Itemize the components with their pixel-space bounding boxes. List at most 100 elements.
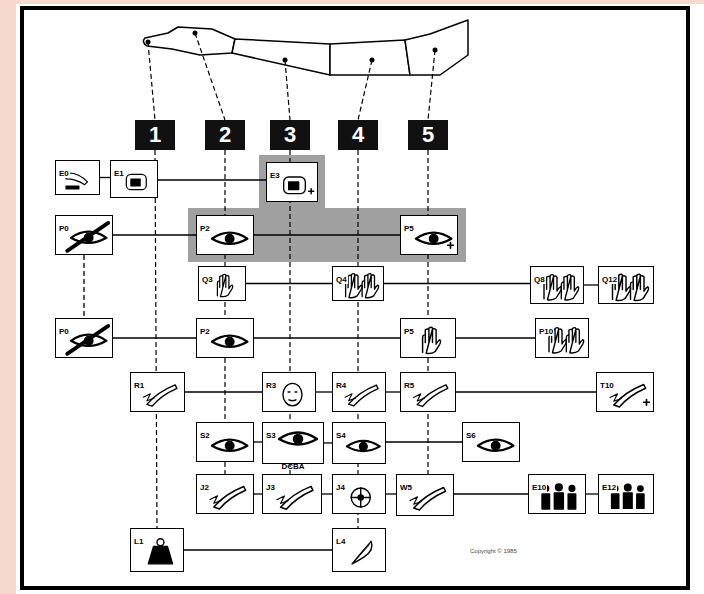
icon-box: S3DCBA (262, 422, 324, 464)
frame (22, 8, 688, 588)
icon-box: J4 (332, 474, 386, 514)
icon-code: E12 (601, 483, 617, 492)
icon-box: Q8 (530, 266, 584, 304)
connector-line (158, 179, 266, 180)
icon-box: J3 (262, 474, 322, 514)
icon-box: P0 (55, 318, 113, 358)
icon-code: S3 (265, 431, 277, 440)
icon-caption: DCBA (265, 462, 321, 471)
connector-line (185, 391, 262, 392)
connector-line (254, 234, 400, 235)
column-number-text: 3 (284, 123, 296, 147)
icon-box: E12 (598, 474, 654, 514)
icon-box: Q12 (598, 266, 654, 304)
connector-line (184, 549, 332, 550)
icon-code: S2 (199, 431, 211, 440)
column-number-text: 1 (149, 123, 161, 147)
connector-line (586, 493, 598, 494)
icon-box: S2 (196, 422, 254, 462)
connector-line (100, 177, 110, 178)
icon-code: J4 (335, 483, 346, 492)
icon-box: Q4 (332, 266, 384, 301)
connector-line (456, 391, 596, 392)
icon-code: P2 (199, 327, 211, 336)
page-margin (0, 0, 16, 594)
icon-symbol (597, 373, 653, 411)
icon-symbol (111, 161, 157, 197)
connector-line (113, 234, 196, 235)
connector-line (456, 337, 535, 338)
icon-box: T10 (596, 372, 654, 412)
connector-line (324, 442, 332, 443)
icon-box: E1 (110, 160, 158, 198)
column-number-text: 4 (352, 123, 364, 147)
icon-code: R1 (133, 381, 145, 390)
icon-code: P10 (538, 327, 554, 336)
icon-code: P5 (403, 327, 415, 336)
icon-symbol (56, 319, 112, 357)
icon-box: P2 (196, 318, 254, 358)
icon-box: R5 (400, 372, 456, 412)
icon-code: Q8 (533, 275, 546, 284)
icon-symbol (401, 216, 457, 254)
icon-code: W5 (399, 483, 413, 492)
icon-symbol (599, 475, 653, 513)
column-number: 3 (270, 120, 310, 150)
icon-symbol (401, 373, 455, 411)
icon-box: E3 (266, 162, 318, 202)
icon-code: L1 (133, 537, 144, 546)
icon-symbol (599, 267, 653, 303)
icon-code: E3 (269, 171, 281, 180)
column-number: 5 (408, 120, 448, 150)
icon-box: S6 (462, 422, 520, 462)
icon-symbol (333, 475, 385, 513)
icon-symbol (197, 319, 253, 357)
icon-code: P0 (58, 224, 70, 233)
icon-symbol (333, 529, 385, 571)
icon-code: L4 (335, 537, 346, 546)
icon-code: J2 (199, 483, 210, 492)
icon-symbol (397, 475, 453, 515)
icon-code: R4 (335, 381, 347, 390)
connector-line (386, 493, 396, 494)
icon-symbol (263, 373, 315, 411)
icon-box: P2 (196, 215, 254, 255)
icon-symbol (263, 423, 323, 463)
icon-box: P0 (55, 215, 113, 255)
icon-code: S4 (335, 431, 347, 440)
connector-line (83, 255, 84, 318)
icon-symbol (131, 373, 184, 411)
column-number: 2 (205, 120, 245, 150)
icon-symbol (529, 475, 585, 513)
icon-box: E0 (55, 160, 100, 195)
connector-line (254, 493, 262, 494)
icon-code: S6 (465, 431, 477, 440)
copyright-note: Copyright © 1985 (470, 548, 517, 554)
column-number: 4 (338, 120, 378, 150)
icon-box: E10 (528, 474, 586, 514)
icon-box: R3 (262, 372, 316, 412)
icon-symbol (333, 423, 385, 463)
connector-line (254, 337, 400, 338)
icon-code: P5 (403, 224, 415, 233)
column-number-text: 2 (219, 123, 231, 147)
icon-symbol (401, 319, 455, 357)
connector-line (316, 391, 332, 392)
icon-code: Q12 (601, 275, 618, 284)
icon-box: P5 (400, 318, 456, 358)
icon-box: L4 (332, 528, 386, 572)
icon-symbol (267, 163, 317, 201)
icon-symbol (197, 216, 253, 254)
icon-code: R5 (403, 381, 415, 390)
icon-symbol (197, 423, 253, 461)
icon-code: R3 (265, 381, 277, 390)
icon-box: L1 (130, 528, 184, 572)
icon-box: P5 (400, 215, 458, 255)
page-margin (0, 0, 704, 4)
icon-code: Q4 (335, 275, 348, 284)
icon-code: E0 (58, 169, 70, 178)
icon-symbol (56, 216, 112, 254)
connector-line (584, 284, 598, 285)
highlight-band (259, 155, 325, 209)
